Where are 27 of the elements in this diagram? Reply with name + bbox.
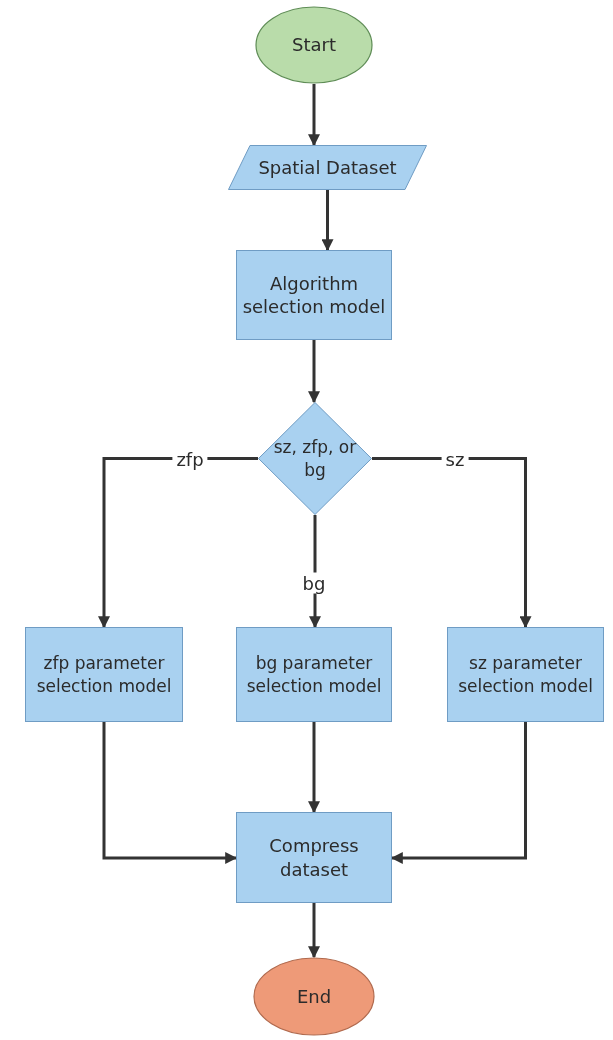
data-parallelogram [228,145,427,190]
node-text: sz parameter selection model [457,652,594,697]
arrow [390,722,527,864]
end-oval [253,957,375,1036]
process-box [447,627,604,722]
arrow [308,722,320,814]
process-box [25,627,183,722]
node-text: Spatial Dataset [257,155,398,180]
start-oval [255,6,373,84]
arrow [308,84,320,147]
process-box [236,250,392,340]
arrow [321,190,334,252]
node-text: Algorithm selection model [241,271,387,319]
arrow [308,903,320,959]
node-text: zfp parameter selection model [35,652,173,697]
arrow [372,457,532,629]
node-text: sz, zfp, or bg [272,436,358,481]
arrow [308,340,320,404]
node-text: Start [291,33,337,57]
node-text: End [295,984,333,1009]
process-box [236,812,392,903]
process-box [236,627,392,722]
arrow [98,457,258,629]
decision-diamond [258,402,372,515]
node-text: bg parameter selection model [245,652,383,697]
node-text: Compress dataset [268,834,360,881]
arrow [102,722,238,864]
